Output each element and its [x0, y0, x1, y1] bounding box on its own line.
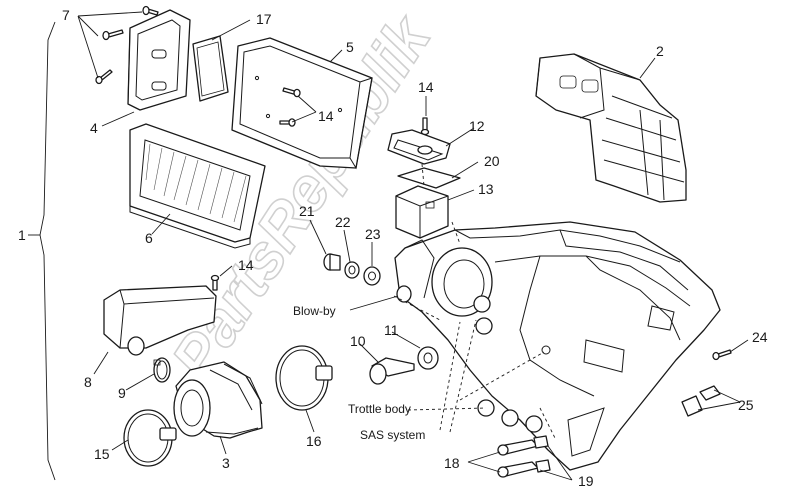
captions: Blow-by Trottle body SAS system: [293, 304, 425, 442]
part-11-grommet: [417, 346, 439, 370]
part-17-gasket: [192, 35, 229, 102]
part-6-air-filter: [129, 123, 266, 249]
part-7-screws: [95, 5, 159, 85]
label-8: 8: [84, 374, 92, 390]
label-22: 22: [335, 214, 351, 230]
label-12: 12: [469, 118, 485, 134]
label-23: 23: [365, 226, 381, 242]
label-14b: 14: [418, 79, 434, 95]
label-21: 21: [299, 203, 315, 219]
assembly-bracket: [28, 21, 56, 481]
part-19-clips: [533, 435, 551, 473]
label-25: 25: [738, 397, 754, 413]
label-17: 17: [256, 11, 272, 27]
label-14c: 14: [238, 257, 254, 273]
caption-blow-by: Blow-by: [293, 304, 336, 318]
label-15: 15: [94, 446, 110, 462]
part-23-plug: [363, 266, 381, 286]
part-8-intake-duct: [103, 285, 217, 356]
label-9: 9: [118, 385, 126, 401]
part-2-intake-snorkel: [535, 53, 687, 203]
part-18-caps: [497, 439, 539, 478]
part-4-cover-frame: [127, 9, 191, 111]
label-11: 11: [384, 322, 399, 338]
label-1: 1: [18, 227, 26, 243]
label-18: 18: [444, 455, 460, 471]
label-24: 24: [752, 329, 768, 345]
caption-sas-system: SAS system: [360, 428, 425, 442]
caption-trottle-body: Trottle body: [348, 402, 411, 416]
label-10: 10: [350, 333, 366, 349]
part-14-screws-cover: [279, 87, 301, 127]
label-4: 4: [90, 120, 98, 136]
part-16-hose-clamp: [275, 345, 333, 411]
part-14-screw-upper: [420, 117, 430, 136]
label-16: 16: [306, 433, 322, 449]
part-25-clips: [681, 385, 721, 417]
part-13-sensor-block: [395, 185, 449, 239]
part-24-screw: [712, 349, 732, 361]
part-9-clamp: [153, 357, 171, 383]
label-14a: 14: [318, 108, 334, 124]
leader-lines: [77, 11, 749, 481]
part-5-filter-cover: [231, 37, 373, 170]
label-7: 7: [62, 7, 70, 23]
part-14-screw-duct: [210, 274, 220, 291]
part-21-plug: [323, 253, 341, 271]
part-15-hose-clamp: [123, 409, 177, 467]
label-20: 20: [484, 153, 500, 169]
dashed-alignment-lines: [393, 163, 557, 441]
label-5: 5: [346, 39, 354, 55]
label-3: 3: [222, 455, 230, 471]
label-2: 2: [656, 43, 664, 59]
label-19: 19: [578, 473, 594, 489]
part-numbers: 1 2 3 4 5 6 7 8 9 10 11 12 13 14 14 14 1…: [18, 7, 768, 489]
part-10-sensor: [369, 357, 415, 385]
main-airbox: [394, 221, 721, 471]
part-12-sensor-plate: [387, 129, 451, 165]
part-22-plug: [344, 261, 360, 279]
part-3-intake-boot: [173, 361, 263, 439]
part-20-gasket: [397, 167, 461, 189]
label-13: 13: [478, 181, 494, 197]
label-6: 6: [145, 230, 153, 246]
